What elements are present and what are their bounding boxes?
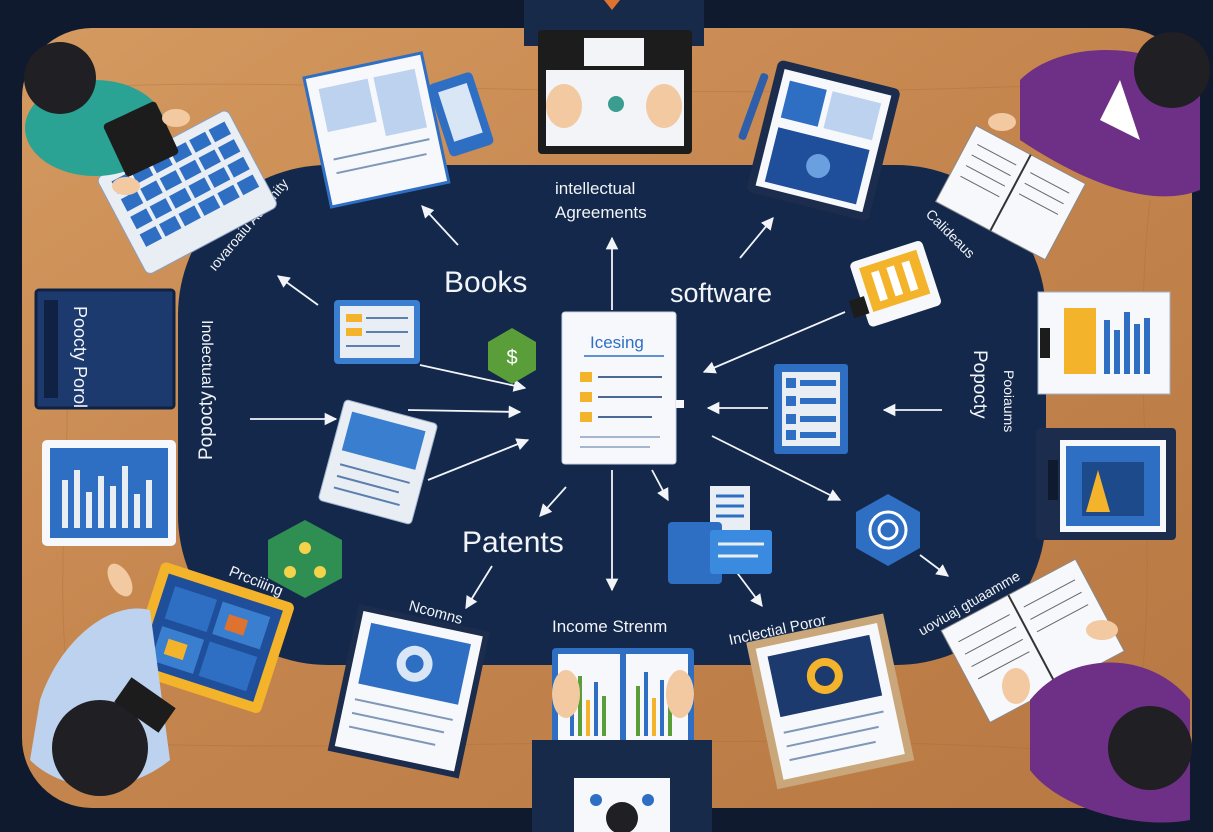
tablet-bottomleft bbox=[128, 562, 294, 713]
board-doc-card-left bbox=[334, 300, 420, 364]
pen-topright bbox=[738, 73, 769, 140]
board-tablet-left bbox=[318, 399, 438, 525]
monitor-right bbox=[1036, 428, 1176, 540]
label-income-stream: Income Strenm bbox=[552, 617, 667, 636]
chart-panel-right bbox=[1037, 291, 1171, 395]
label-right-side-1: Popocty bbox=[969, 350, 990, 419]
person-bottom bbox=[532, 648, 712, 832]
label-software: software bbox=[670, 278, 772, 308]
book-left: Poocty Porol bbox=[34, 288, 176, 410]
label-left-side-2: Popocty bbox=[196, 391, 217, 460]
board-doc-card-right bbox=[774, 364, 848, 454]
licensing-doc-title: Icesing bbox=[590, 333, 644, 352]
person-topleft bbox=[24, 42, 190, 195]
label-intellectual: intellectual bbox=[555, 179, 635, 198]
chart-tablet-left bbox=[42, 440, 176, 546]
label-books: Books bbox=[444, 266, 527, 299]
label-right-side-2: Pooiaums bbox=[1001, 370, 1017, 432]
at-sign-icon bbox=[856, 494, 920, 566]
person-bottomleft bbox=[30, 563, 176, 796]
person-topright bbox=[934, 32, 1210, 261]
phone-topleft bbox=[428, 72, 494, 157]
label-left-side-1: Inolectual bbox=[198, 320, 215, 389]
licensing-document: Icesing bbox=[561, 311, 684, 465]
document-bottomleft bbox=[327, 603, 490, 779]
document-bottomright bbox=[746, 613, 915, 790]
dollar-icon: $ bbox=[488, 328, 536, 384]
label-patents: Patents bbox=[462, 526, 564, 559]
flow-arrows bbox=[250, 205, 950, 610]
tablet-topright bbox=[747, 60, 900, 221]
share-icon bbox=[268, 520, 342, 598]
person-bottomright bbox=[940, 558, 1192, 823]
label-agreements: Agreements bbox=[555, 203, 647, 222]
email-icon bbox=[668, 486, 772, 584]
dollar-sign: $ bbox=[506, 347, 517, 369]
person-top bbox=[524, 0, 704, 154]
software-icon bbox=[848, 240, 941, 327]
book-spine-text: Poocty Porol bbox=[70, 306, 90, 408]
document-topleft bbox=[302, 51, 451, 209]
